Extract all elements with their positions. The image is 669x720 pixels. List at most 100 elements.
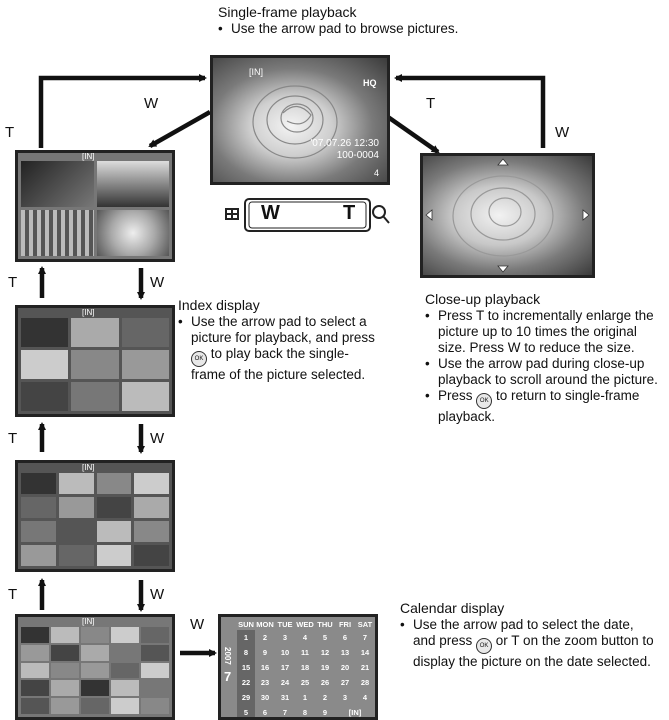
calendar-day[interactable]: 21 — [355, 660, 375, 675]
calendar-body: 1 2 3 4 5 6 7 8 9 10 11 12 13 14 15 16 1… — [237, 630, 375, 720]
arrow-left-icon — [426, 210, 432, 220]
closeup-bullet-text: Use the arrow pad during close-up playba… — [438, 356, 658, 387]
zoom-w-label: W — [261, 202, 280, 225]
calendar-day[interactable]: 29 — [237, 690, 255, 705]
closeup-bullet: Press OK to return to single-frame playb… — [425, 388, 665, 425]
rose-photo: [IN] HQ '07.07.26 12:30 100-0004 4 — [213, 58, 387, 182]
calendar-day[interactable]: 8 — [295, 705, 315, 720]
calendar-day[interactable]: 17 — [275, 660, 295, 675]
calendar-weekdays: SUN MON TUE WED THU FRI SAT — [237, 619, 375, 630]
calendar-title: Calendar display — [400, 600, 655, 617]
calendar-day[interactable]: 11 — [295, 645, 315, 660]
calendar-day[interactable]: 10 — [275, 645, 295, 660]
arrow-down-icon — [498, 266, 508, 272]
calendar-caption: Calendar display Use the arrow pad to se… — [400, 600, 655, 670]
calendar-day[interactable]: 9 — [255, 645, 275, 660]
label-t-2: T — [8, 430, 17, 447]
closeup-caption: Close-up playback Press T to incremental… — [425, 291, 665, 425]
calendar-day[interactable]: 5 — [315, 630, 335, 645]
calendar-day[interactable]: 3 — [275, 630, 295, 645]
calendar-day[interactable]: 27 — [335, 675, 355, 690]
calendar-year: 2007 — [223, 647, 232, 665]
calendar-memory: [IN] — [335, 705, 375, 720]
single-frame-bullets: Use the arrow pad to browse pictures. — [218, 21, 538, 37]
arrow-right-icon — [583, 210, 589, 220]
calendar-day[interactable]: 15 — [237, 660, 255, 675]
index-screen-16: [IN] — [15, 460, 175, 572]
arrow-up-icon — [498, 159, 508, 165]
calendar-day[interactable]: 9 — [315, 705, 335, 720]
calendar-day[interactable]: 1 — [237, 630, 255, 645]
calendar-day[interactable]: 30 — [255, 690, 275, 705]
calendar-day[interactable]: 19 — [315, 660, 335, 675]
calendar-day[interactable]: 4 — [355, 690, 375, 705]
ok-button-icon: OK — [191, 351, 207, 367]
calendar-day[interactable]: 22 — [237, 675, 255, 690]
calendar-day[interactable]: 14 — [355, 645, 375, 660]
calendar-day[interactable]: 25 — [295, 675, 315, 690]
calendar-month: 7 — [224, 669, 231, 684]
label-w-2: W — [150, 430, 164, 447]
calendar-day[interactable]: 8 — [237, 645, 255, 660]
calendar-day[interactable]: 1 — [295, 690, 315, 705]
calendar-day[interactable]: 24 — [275, 675, 295, 690]
index-4-thumbs — [18, 153, 172, 259]
index-icon — [225, 208, 239, 220]
single-frame-bullet: Use the arrow pad to browse pictures. — [218, 21, 538, 37]
index-bullet-text-b: to play back the single-frame of the pic… — [191, 346, 365, 382]
label-t-3: T — [8, 586, 17, 603]
index-display-caption: Index display Use the arrow pad to selec… — [178, 297, 378, 383]
weekday: THU — [315, 619, 335, 630]
calendar-day[interactable]: 3 — [335, 690, 355, 705]
closeup-bullet: Use the arrow pad during close-up playba… — [425, 356, 665, 388]
calendar-day[interactable]: 7 — [355, 630, 375, 645]
label-w-right-loop: W — [555, 124, 569, 141]
calendar-day[interactable]: 20 — [335, 660, 355, 675]
closeup-screen — [420, 153, 595, 278]
closeup-bullet-text-a: Press — [438, 388, 476, 403]
single-frame-title: Single-frame playback — [218, 4, 538, 21]
calendar-day[interactable]: 31 — [275, 690, 295, 705]
weekday: FRI — [335, 619, 355, 630]
index-screen-4: [IN] — [15, 150, 175, 262]
calendar-table: SUN MON TUE WED THU FRI SAT 1 2 3 4 5 6 … — [237, 619, 375, 720]
zoom-lever: W T — [225, 196, 393, 234]
label-w-top-left: W — [144, 95, 158, 112]
grid-frame-label: [IN] — [82, 152, 94, 161]
calendar-bullet: Use the arrow pad to select the date, an… — [400, 617, 655, 670]
calendar-day[interactable]: 26 — [315, 675, 335, 690]
calendar-day[interactable]: 18 — [295, 660, 315, 675]
index-screen-25: [IN] — [15, 614, 175, 720]
label-w-calendar: W — [190, 616, 204, 633]
index-25-thumbs — [18, 617, 172, 717]
closeup-bullet: Press T to incrementally enlarge the pic… — [425, 308, 665, 356]
osd-count: 4 — [374, 168, 379, 178]
grid-frame-label: [IN] — [82, 463, 94, 472]
single-frame-caption: Single-frame playback Use the arrow pad … — [218, 4, 538, 37]
calendar-day[interactable]: 12 — [315, 645, 335, 660]
ok-button-icon: OK — [476, 638, 492, 654]
label-w-3: W — [150, 586, 164, 603]
index-bullet-text-a: Use the arrow pad to select a picture fo… — [191, 314, 375, 345]
weekday: SUN — [237, 619, 255, 630]
label-t-1: T — [8, 274, 17, 291]
calendar-day[interactable]: 28 — [355, 675, 375, 690]
calendar-day[interactable]: 13 — [335, 645, 355, 660]
calendar-screen: 2007 7 SUN MON TUE WED THU FRI SAT 1 2 3… — [218, 614, 378, 720]
calendar-day[interactable]: 6 — [335, 630, 355, 645]
magnifier-icon — [373, 206, 389, 223]
calendar-day[interactable]: 5 — [237, 705, 255, 720]
calendar-day[interactable]: 23 — [255, 675, 275, 690]
label-w-1: W — [150, 274, 164, 291]
index-screen-9: [IN] — [15, 305, 175, 417]
single-frame-screen: [IN] HQ '07.07.26 12:30 100-0004 4 — [210, 55, 390, 185]
weekday: MON — [255, 619, 275, 630]
calendar-day[interactable]: 4 — [295, 630, 315, 645]
calendar-day[interactable]: 6 — [255, 705, 275, 720]
label-t-left-loop: T — [5, 124, 14, 141]
weekday: WED — [295, 619, 315, 630]
calendar-day[interactable]: 7 — [275, 705, 295, 720]
calendar-day[interactable]: 2 — [255, 630, 275, 645]
calendar-day[interactable]: 2 — [315, 690, 335, 705]
calendar-day[interactable]: 16 — [255, 660, 275, 675]
